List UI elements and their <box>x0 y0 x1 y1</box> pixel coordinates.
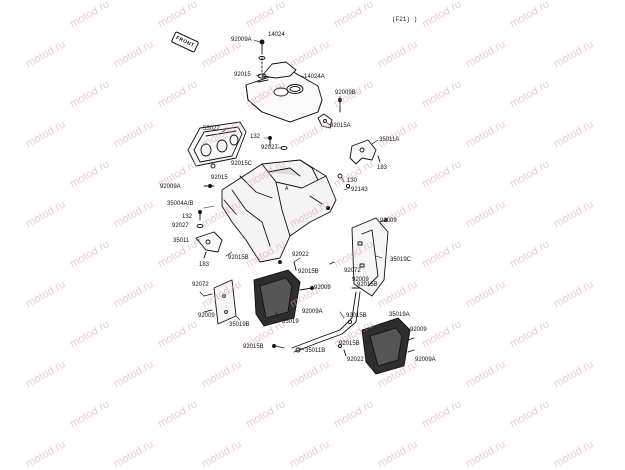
part-label: 92009 <box>380 218 397 224</box>
part-label: 92015B <box>298 269 319 275</box>
page-code: (F21) ) <box>392 16 418 23</box>
part-label: 92022 <box>292 252 309 258</box>
part-label: 35011A <box>379 137 400 143</box>
part-label: 92015 <box>234 72 251 78</box>
part-label: 92022 <box>347 357 364 363</box>
part-label: 35004A/B <box>167 201 194 207</box>
part-label: 92015B <box>346 313 367 319</box>
bracket-35011A <box>349 139 381 165</box>
part-label: 35011 <box>173 238 190 244</box>
part-label: 92015B <box>243 344 264 350</box>
mudflap-35019A <box>361 317 415 375</box>
part-label: 92072 <box>344 268 361 274</box>
leader-lines <box>195 39 397 351</box>
part-label: 35019A <box>389 312 410 318</box>
part-label: 92009A <box>231 37 252 43</box>
part-label: 130 <box>347 178 358 184</box>
part-label: 14024A <box>304 74 325 80</box>
part-label: 92009A <box>302 309 323 315</box>
part-label: 92072 <box>192 282 209 288</box>
part-label: 92009 <box>352 277 369 283</box>
part-label: 35019C <box>390 257 412 263</box>
part-label: 92009 <box>198 313 215 319</box>
part-label: 35019B <box>229 322 250 328</box>
bar-35011B <box>291 287 361 353</box>
part-label: 92009A <box>415 357 436 363</box>
part-label: 92027 <box>261 145 278 151</box>
mudflap-35019 <box>253 269 314 327</box>
part-label: 92009 <box>410 327 427 333</box>
part-label: 92009B <box>335 90 356 96</box>
bracket-35011 <box>195 231 223 259</box>
part-label: 92009 <box>314 285 331 291</box>
part-label: 55022 <box>203 126 220 132</box>
part-label: 92015 <box>211 175 228 181</box>
part-label: 183 <box>377 165 388 171</box>
part-label: 92015C <box>231 161 253 167</box>
rear-fender-main: A <box>221 159 337 263</box>
bolt-top <box>257 39 267 79</box>
part-label: 35019 <box>282 319 299 325</box>
part-label: 35011B <box>305 348 326 354</box>
part-label: 92015B <box>228 255 249 261</box>
part-label: 92143 <box>351 187 368 193</box>
part-label: 183 <box>199 262 210 268</box>
part-label: 92015B <box>339 341 360 347</box>
part-label: 92027 <box>172 223 189 229</box>
hardware-cluster-bottom <box>272 260 347 357</box>
mudflap-35019C <box>351 217 389 297</box>
part-label: 92009A <box>160 184 181 190</box>
part-label: 14024 <box>268 32 285 38</box>
hardware-cluster-left <box>196 136 351 228</box>
part-label: 92015B <box>357 282 378 288</box>
part-label: 92015A <box>330 123 351 129</box>
tail-light-lens <box>187 121 247 167</box>
part-label: 132 <box>182 214 193 220</box>
part-label: 132 <box>250 134 261 140</box>
tail-cover-part <box>245 61 323 123</box>
svg-text:A: A <box>285 186 289 192</box>
